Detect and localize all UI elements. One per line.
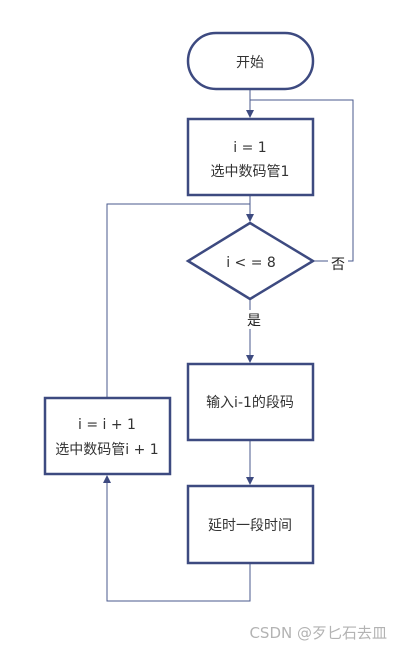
init-label-line1: i = 1 [233, 140, 266, 156]
no-label-backdrop [328, 254, 348, 273]
decision-label: i < = 8 [226, 255, 276, 271]
input-node [186, 362, 315, 442]
start-label: 开始 [236, 55, 264, 71]
start-node [186, 31, 315, 91]
delay-node [186, 484, 315, 565]
yes-branch-label: 是 [247, 313, 261, 329]
increment-label-line2: 选中数码管i + 1 [55, 442, 158, 458]
csdn-watermark: CSDN @歹匕石去皿 [249, 624, 387, 642]
init-label-line2: 选中数码管1 [211, 164, 290, 180]
edge-increment-loop-back [106, 203, 250, 398]
yes-label-backdrop [243, 310, 263, 329]
increment-node [43, 396, 172, 476]
delay-label: 延时一段时间 [208, 518, 292, 534]
edge-delay-to-increment [103, 475, 251, 602]
input-label: 输入i-1的段码 [206, 395, 294, 411]
init-node [186, 117, 315, 197]
no-branch-label: 否 [331, 257, 345, 273]
increment-label-line1: i = i + 1 [78, 417, 136, 433]
decision-node [185, 221, 316, 301]
